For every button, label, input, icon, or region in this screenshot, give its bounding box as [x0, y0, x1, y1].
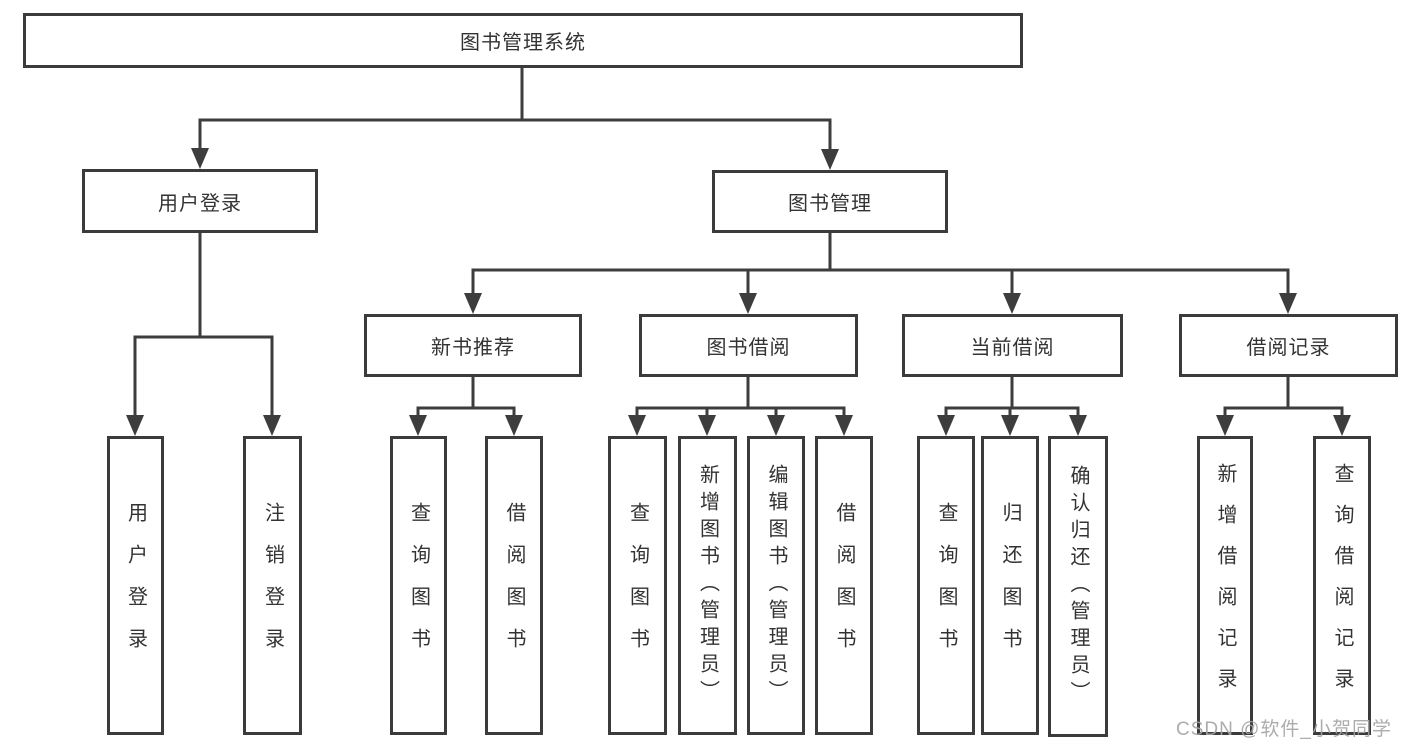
leaf-borrow-add-admin-label: 新增图书（管理员） [696, 464, 719, 707]
leaf-borrow-edit-admin: 编辑图书（管理员） [747, 436, 805, 735]
leaf-records-query: 查询借阅记录 [1313, 436, 1371, 735]
watermark-text: CSDN @软件_小贺同学 [1176, 719, 1392, 740]
node-new-books: 新书推荐 [364, 314, 582, 377]
leaf-logout: 注销登录 [243, 436, 302, 735]
node-current-borrow-label: 当前借阅 [970, 337, 1055, 359]
leaf-newbooks-query: 查询图书 [390, 436, 447, 735]
leaf-borrow-book: 借阅图书 [815, 436, 873, 735]
leaf-current-confirm-admin: 确认归还（管理员） [1048, 436, 1108, 737]
leaf-records-add: 新增借阅记录 [1197, 436, 1253, 735]
leaf-borrow-query-label: 查询图书 [626, 501, 649, 670]
node-root-label: 图书管理系统 [460, 32, 586, 54]
leaf-current-return-label: 归还图书 [999, 501, 1021, 670]
node-book-mgmt: 图书管理 [712, 170, 948, 233]
node-book-borrow: 图书借阅 [639, 314, 858, 377]
leaf-borrow-add-admin: 新增图书（管理员） [678, 436, 737, 735]
leaf-user-login-label: 用户登录 [124, 501, 147, 670]
leaf-logout-label: 注销登录 [261, 501, 284, 670]
node-new-books-label: 新书推荐 [431, 337, 515, 359]
leaf-current-query-label: 查询图书 [935, 501, 957, 670]
leaf-records-add-label: 新增借阅记录 [1214, 462, 1236, 709]
leaf-current-query: 查询图书 [917, 436, 975, 735]
node-book-mgmt-label: 图书管理 [788, 193, 872, 215]
leaf-newbooks-borrow: 借阅图书 [485, 436, 543, 735]
node-root: 图书管理系统 [23, 13, 1023, 68]
node-borrow-records: 借阅记录 [1179, 314, 1398, 377]
leaf-records-query-label: 查询借阅记录 [1331, 462, 1353, 709]
node-book-borrow-label: 图书借阅 [706, 337, 791, 359]
leaf-borrow-book-label: 借阅图书 [833, 501, 855, 670]
node-user-login: 用户登录 [82, 169, 318, 233]
leaf-current-confirm-admin-label: 确认归还（管理员） [1067, 465, 1089, 708]
node-user-login-label: 用户登录 [158, 192, 242, 215]
leaf-borrow-query: 查询图书 [608, 436, 667, 735]
leaf-user-login: 用户登录 [107, 436, 164, 735]
leaf-newbooks-borrow-label: 借阅图书 [503, 501, 525, 670]
leaf-current-return: 归还图书 [981, 436, 1039, 735]
node-borrow-records-label: 借阅记录 [1246, 337, 1331, 359]
leaf-newbooks-query-label: 查询图书 [407, 501, 430, 670]
leaf-borrow-edit-admin-label: 编辑图书（管理员） [765, 464, 787, 707]
node-current-borrow: 当前借阅 [902, 314, 1123, 377]
